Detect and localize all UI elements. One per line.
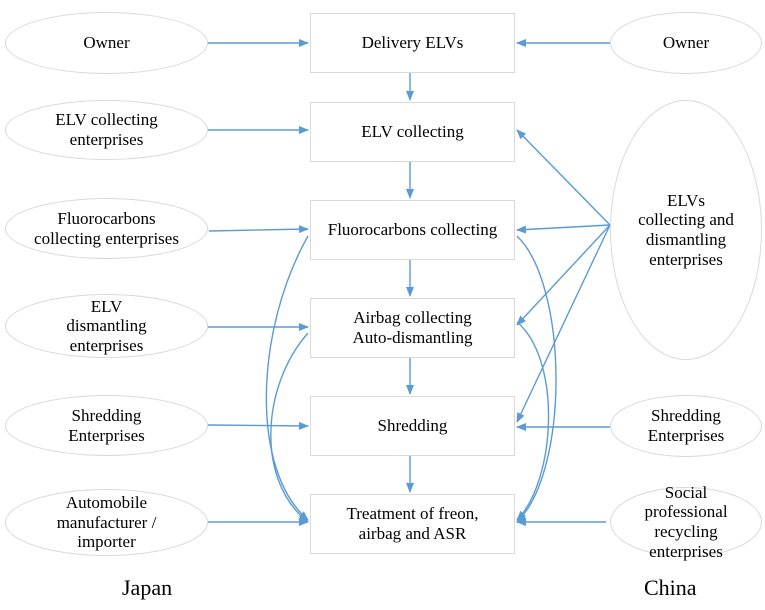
curve-right-fluoro-to-treatment [516,235,557,523]
process-fluorocarbons-collecting: Fluorocarbons collecting [310,200,515,260]
process-elv-collecting: ELV collecting [310,102,515,162]
japan-elv-dismantling-enterprises-label: ELV dismantling enterprises [66,296,147,355]
japan-elv-dismantling-enterprises-node: ELV dismantling enterprises [5,294,208,358]
japan-fluorocarbons-enterprises-node: Fluorocarbons collecting enterprises [5,198,208,259]
process-treatment-label: Treatment of freon, airbag and ASR [346,504,479,543]
process-shredding: Shredding [310,396,515,456]
process-delivery-elvs: Delivery ELVs [310,13,515,73]
japan-owner-node: Owner [5,12,208,74]
arrow-cn-colldis-to-fluoro [516,224,611,234]
japan-manufacturer-importer-node: Automobile manufacturer / importer [5,489,208,556]
china-collecting-dismantling-enterprises-node: ELVs collecting and dismantling enterpri… [610,100,762,360]
process-airbag-auto-dismantling-label: Airbag collecting Auto-dismantling [352,308,473,347]
japan-elv-collecting-enterprises-label: ELV collecting enterprises [55,110,158,149]
china-recycling-enterprises-node: Social professional recycling enterprise… [610,483,762,561]
china-owner-node: Owner [610,12,762,74]
japan-shredding-enterprises-node: Shredding Enterprises [5,395,208,456]
china-recycling-enterprises-label: Social professional recycling enterprise… [644,482,728,561]
process-airbag-auto-dismantling: Airbag collecting Auto-dismantling [310,298,515,358]
curve-right-airbag-to-treatment [516,321,550,521]
japan-owner-label: Owner [83,33,130,53]
arrow-cn-colldis-to-airbag [516,224,611,326]
curve-left-fluoro-to-treatment [265,235,309,521]
process-fluorocarbons-collecting-label: Fluorocarbons collecting [327,220,498,240]
japan-manufacturer-importer-label: Automobile manufacturer / importer [56,493,157,552]
japan-shredding-enterprises-label: Shredding Enterprises [68,405,145,445]
arrow-cn-colldis-to-collecting [516,129,611,226]
arrow-jp-fluoro-to-fluoro [208,225,309,234]
china-shredding-enterprises-node: Shredding Enterprises [610,395,762,457]
process-delivery-elvs-label: Delivery ELVs [361,33,464,53]
japan-fluorocarbons-enterprises-label: Fluorocarbons collecting enterprises [34,208,179,248]
china-owner-label: Owner [662,33,710,53]
curve-left-airbag-to-treatment [270,332,309,523]
china-collecting-dismantling-enterprises-label: ELVs collecting and dismantling enterpri… [638,190,734,269]
arrow-cn-colldis-to-shredding [516,224,611,423]
china-region-label: China [644,575,697,600]
arrow-jp-shredding-to-shredding [207,421,309,430]
process-elv-collecting-label: ELV collecting [361,122,464,142]
japan-region-label: Japan [122,575,173,600]
process-shredding-label: Shredding [377,416,448,436]
japan-elv-collecting-enterprises-node: ELV collecting enterprises [5,100,208,160]
process-treatment: Treatment of freon, airbag and ASR [310,494,515,554]
china-shredding-enterprises-label: Shredding Enterprises [647,406,725,445]
